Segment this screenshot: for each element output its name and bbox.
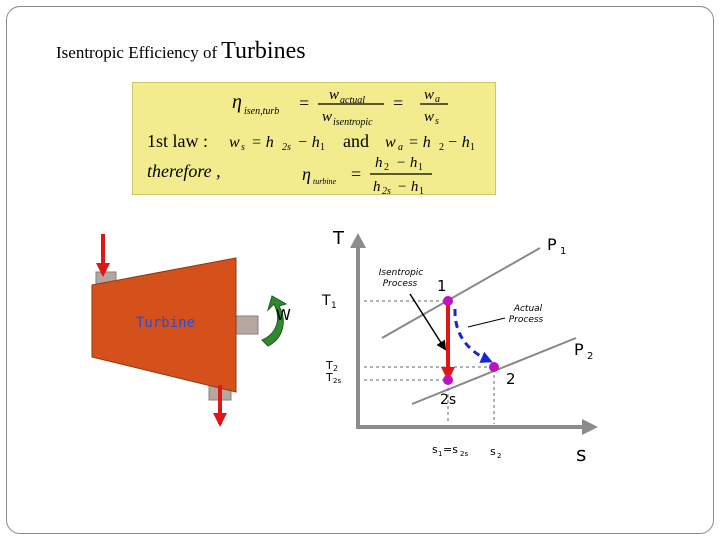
t2-label: T — [325, 359, 333, 372]
t1-subscript: 1 — [331, 301, 337, 311]
first-law-line: 1st law : w s = h 2s − h 1 and w a = h 2… — [147, 131, 475, 153]
wa-rhs-sub: 2 — [439, 142, 444, 153]
t-axis-label: T — [332, 228, 345, 249]
wa-lhs-w: w — [385, 134, 396, 151]
eta-turbine-symbol: η — [302, 164, 311, 184]
numerator-h2-sub: 2 — [384, 162, 389, 173]
work-output-arrow — [261, 295, 288, 347]
s1-s2s-label: s 1 =s 2s — [432, 443, 468, 458]
p1-isobar — [381, 247, 541, 339]
ws-rhs-h: = h — [251, 134, 274, 151]
slide-title: Isentropic Efficiency of Turbines — [56, 38, 306, 65]
work-actual-w: w — [329, 87, 339, 103]
state-2s-label: 2s — [440, 392, 456, 408]
ws-h1-sub: 1 — [320, 142, 325, 153]
isentropic-label-line-2: Process — [383, 279, 418, 289]
ws-lhs-sub: s — [241, 142, 245, 153]
actual-label-line-1: Actual — [513, 304, 543, 314]
equals-sign-1: = — [299, 93, 309, 113]
wa-rhs-h: = h — [408, 134, 431, 151]
turbine-label: Turbine — [136, 315, 195, 331]
numerator-minus-h1: − h — [396, 155, 417, 171]
t2s-subscript: 2s — [333, 377, 341, 385]
s1-subscript: 1 — [438, 450, 442, 458]
actual-label-line-2: Process — [509, 315, 544, 325]
t2s-label: T — [325, 371, 333, 384]
denominator-h1-sub: 1 — [419, 186, 424, 197]
s2-subscript: 2 — [497, 452, 501, 460]
denominator-h2s-sub: 2s — [382, 186, 391, 197]
s1-letter: s — [432, 443, 438, 456]
ws-minus-h1: − h — [297, 134, 320, 151]
work-isentropic-w: w — [322, 109, 332, 125]
eta-subscript: isen,turb — [244, 106, 279, 117]
s2-letter: s — [490, 445, 496, 458]
turbine-schematic: Turbine W — [91, 234, 291, 427]
actual-process-path — [453, 308, 493, 363]
ws-w: w — [424, 109, 434, 125]
isentropic-label-line-1: Isentropic — [379, 268, 424, 278]
s-axis-label: s — [576, 442, 586, 466]
state-1-label: 1 — [437, 277, 447, 295]
wa-sub: a — [435, 94, 440, 105]
equals-sign-3: = — [351, 164, 361, 184]
first-law-label: 1st law : — [147, 131, 208, 151]
wa-minus-h1: − h — [447, 134, 470, 151]
work-label: W — [276, 306, 291, 324]
title-part-2: Turbines — [221, 38, 306, 64]
wa-lhs-sub: a — [398, 142, 403, 153]
therefore-line: therefore , η turbine = h 2 − h 1 h 2s −… — [147, 155, 432, 197]
denominator-minus-h1: − h — [397, 179, 418, 195]
title-part-1: Isentropic Efficiency of — [56, 43, 218, 62]
wa-w: w — [424, 87, 434, 103]
ws-lhs-w: w — [229, 134, 240, 151]
equation-box — [132, 82, 496, 195]
state-2-label: 2 — [506, 370, 516, 388]
numerator-h2: h — [375, 155, 383, 171]
t-axis-arrowhead — [350, 233, 366, 248]
efficiency-definition: η isen,turb = w actual w isentropic = w … — [232, 87, 448, 128]
s-axis-arrowhead — [582, 419, 598, 435]
numerator-h1-sub: 1 — [418, 162, 423, 173]
denominator-h2s: h — [373, 179, 381, 195]
equals-sign-2: = — [393, 93, 403, 113]
state-point-2 — [489, 362, 499, 372]
state-point-2s — [443, 375, 453, 385]
p2-label: P — [574, 340, 584, 359]
work-isentropic-sub: isentropic — [333, 117, 373, 128]
ts-diagram: T s P 1 P 2 T 1 T 2 T 2s 1 2 2s Isentrop… — [321, 228, 598, 466]
t2-subscript: 2 — [333, 364, 338, 373]
and-word: and — [343, 131, 369, 151]
therefore-word: therefore , — [147, 161, 221, 181]
s2s-letter: =s — [443, 443, 458, 456]
eta-symbol: η — [232, 91, 242, 113]
ws-rhs-sub: 2s — [282, 142, 291, 153]
isentropic-callout-arrow — [409, 293, 447, 351]
actual-callout-line — [467, 317, 506, 328]
wa-h1-sub: 1 — [470, 142, 475, 153]
work-actual-sub: actual — [340, 95, 365, 106]
state-point-1 — [443, 296, 453, 306]
p2-subscript: 2 — [587, 351, 593, 362]
t1-label: T — [321, 293, 331, 309]
turbine-body — [91, 257, 237, 393]
eta-turbine-sub: turbine — [313, 177, 337, 186]
p1-label: P — [547, 235, 557, 254]
p1-subscript: 1 — [560, 246, 566, 257]
ws-sub: s — [435, 116, 439, 127]
s2s-subscript: 2s — [460, 450, 468, 458]
